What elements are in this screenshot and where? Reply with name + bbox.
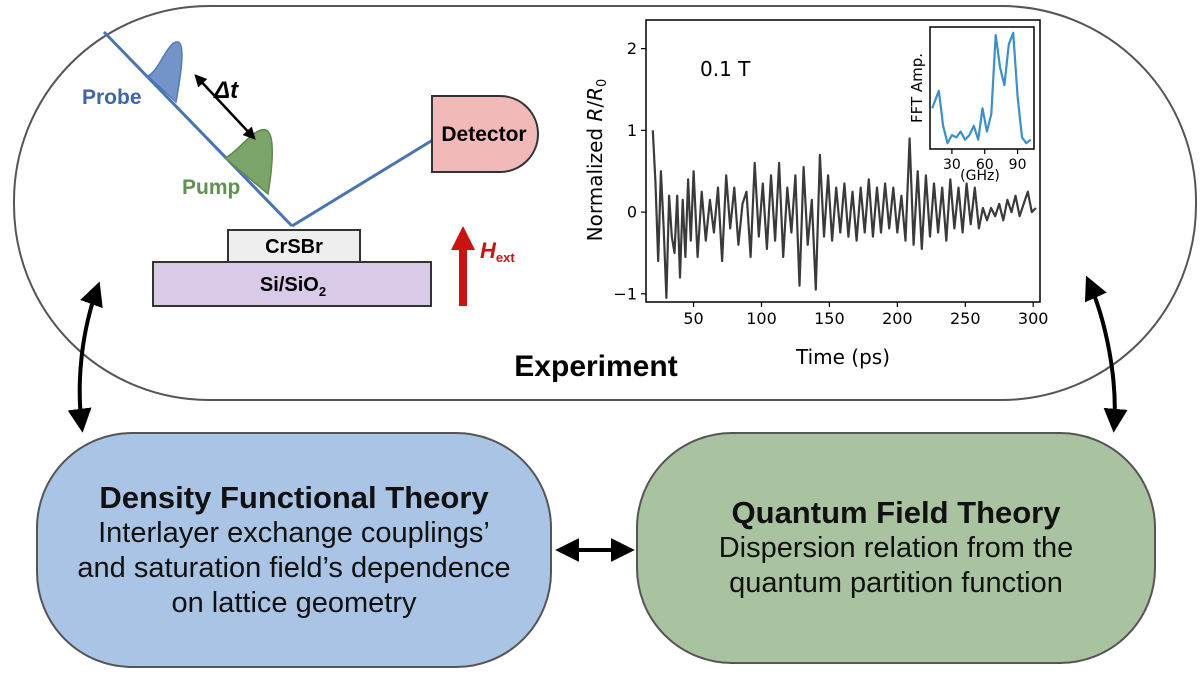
signal-trace: [651, 130, 1037, 299]
delay-label: Δt: [213, 77, 239, 104]
x-tick-label: 50: [683, 309, 703, 328]
qft-box: Quantum Field Theory Dispersion relation…: [636, 432, 1156, 664]
y-tick-label: −1: [613, 284, 637, 303]
qft-line2: quantum partition function: [729, 567, 1063, 599]
inset-frame: [929, 26, 1035, 150]
pump-label: Pump: [182, 176, 240, 199]
y-axis-label: Normalized R/R0: [583, 79, 610, 242]
sample-label: CrSBr: [265, 236, 323, 258]
dft-title: Density Functional Theory: [99, 479, 489, 515]
y-tick-label: 2: [627, 39, 637, 58]
substrate: [152, 261, 432, 307]
x-tick-label: 300: [1018, 309, 1049, 328]
time-domain-plot: 50 100 150 200 250 300 −1 0 1 2 0.1 T Time (ps) N…: [583, 19, 1048, 369]
substrate-label: Si/SiO2: [260, 274, 326, 299]
dft-box: Density Functional Theory Interlayer exc…: [36, 432, 552, 668]
dft-line2: and saturation field’s dependence: [77, 551, 511, 584]
experiment-dft-arrow: [67, 281, 103, 433]
y-tick-label: 1: [627, 121, 637, 140]
inset-ticks: 30 60 90: [943, 149, 1027, 173]
dft-line3: on lattice geometry: [171, 586, 417, 619]
x-tick-label: 250: [950, 309, 981, 328]
fft-trace: [931, 31, 1032, 145]
x-tick-label: 100: [746, 309, 777, 328]
y-tick-label: 0: [627, 203, 637, 222]
x-tick-label: 200: [882, 309, 913, 328]
qft-line1: Dispersion relation from the: [718, 532, 1074, 564]
x-tick-label: 150: [814, 309, 845, 328]
x-tick-label: 30: [943, 157, 961, 173]
probe-pulse: [146, 41, 183, 104]
dft-line1: Interlayer exchange couplings’: [98, 516, 490, 549]
crsbr-sample: [227, 229, 361, 263]
field-annotation: 0.1 T: [700, 57, 751, 81]
qft-title: Quantum Field Theory: [731, 495, 1061, 530]
inset-y-label: FFT Amp.: [908, 53, 926, 123]
experiment-qft-arrow: [1084, 275, 1128, 433]
field-label: Hext: [480, 238, 515, 265]
detector-shape: [431, 95, 539, 173]
x-axis-label: Time (ps): [795, 345, 890, 369]
x-tick-label: 60: [976, 157, 994, 173]
plot-ticks: 50 100 150 200 250 300 −1 0 1 2: [613, 39, 1048, 328]
probe-label: Probe: [82, 86, 142, 109]
pump-pulse: [223, 129, 274, 196]
reflected-beam: [291, 136, 437, 228]
inset-x-label: (GHz): [960, 168, 1000, 184]
detector-label: Detector: [441, 123, 526, 146]
x-tick-label: 90: [1009, 157, 1027, 173]
delay-arrow: [194, 74, 256, 140]
field-arrow-icon: [451, 226, 475, 306]
pump-probe-setup: Δt Probe Pump Detector CrSBr Si/SiO2 Hex…: [82, 30, 539, 307]
experiment-label: Experiment: [514, 350, 677, 383]
plot-frame: [645, 19, 1041, 303]
